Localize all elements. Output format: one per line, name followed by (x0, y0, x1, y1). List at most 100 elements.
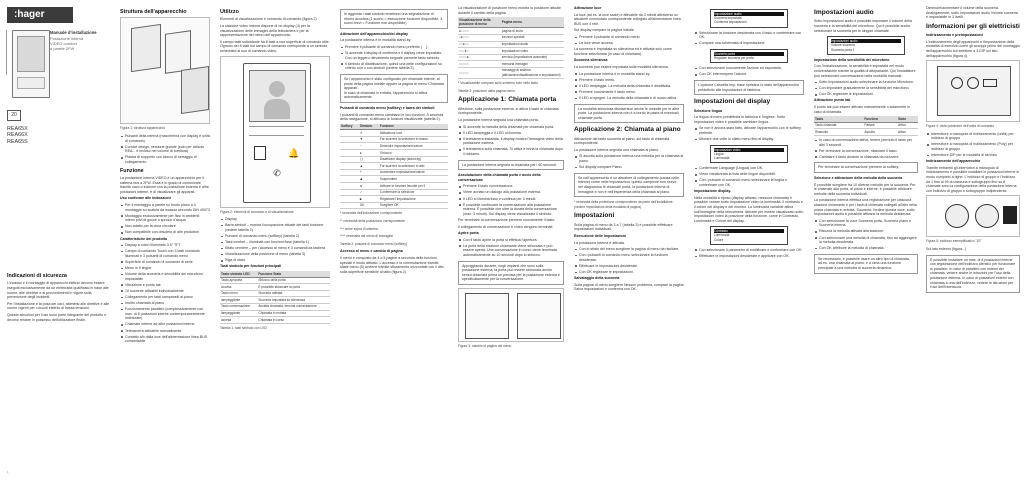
manual-subtitle-1: Postazione interna (50, 36, 84, 41)
usage-p1: Elementi di visualizzazione e comando di… (220, 17, 317, 22)
column-activation: In aggiunta i tasti simbolo emettono una… (336, 0, 452, 483)
char-item-9: Inoltro chiamata al piano (120, 301, 210, 306)
safety-paragraph-3: Queste istruzioni per l'uso sono parte i… (7, 312, 107, 322)
table-cell: funzioni speciali (500, 34, 564, 42)
model-3: REA65S (7, 138, 28, 145)
app1-item-4: Il telecamera sulla chiamata. Si attiva … (458, 147, 564, 156)
device-addressing-heading: Indirizzamento dell'apparecchio (926, 159, 981, 164)
usage-p3: Il campo tasti sottostante ha 8 tasti a … (220, 39, 330, 53)
table-2-note-4: **** necessità del menu di immagine (340, 234, 394, 239)
page-number: 20 (7, 110, 21, 121)
mic-item-2: Con impostare gradualmente la sensibilit… (814, 86, 918, 91)
figure-2-caption: Figura 2: elementi di comando e di visua… (220, 209, 294, 214)
lang-item-5: Con i pulsanti di comando menu seleziona… (694, 178, 804, 187)
screen-mock-5: Impostazioni audio Volume suoneria Suone… (827, 36, 905, 55)
mic-item-1: Sotto Impostazioni audio selezionare la … (814, 80, 918, 85)
audio-settings-heading: Impostazioni audio (814, 9, 874, 16)
column-audio-settings: Impostazioni audio Sotto Impostazioni au… (810, 0, 922, 483)
device-screen (17, 36, 45, 72)
char-item-10: Funzionamento parallelo (complessivament… (120, 307, 210, 321)
table-cell: Chiamata in corso (257, 316, 330, 324)
save-heading: Salvataggio della suoneria (574, 276, 620, 281)
table-cell: Far scorrere la selezione in basso (378, 136, 448, 144)
char-item-6: Vibrazione e punto tak (120, 283, 210, 288)
app1-item2-2: Viene avviato un dialogo alla postazione… (458, 190, 564, 195)
char-item-8: Collegamento per tasti campanelli al pia… (120, 295, 210, 300)
figure-5 (926, 195, 1020, 238)
screen-4-line-1: Luminosità (714, 233, 730, 238)
note-box: In aggiunta i tasti simbolo emettono una… (340, 9, 448, 29)
table-2-header-cell: Softkey (340, 123, 359, 131)
fig2-device: 🔔 ✆ (243, 62, 311, 203)
screen-5-line-1: Volume suoneria (831, 43, 855, 48)
table-cell: Far scorrere la selezione in alto (378, 162, 448, 170)
table-cell: Ascolta (863, 128, 897, 136)
table-row: ■Registrare l'impostazione (340, 195, 448, 203)
table-row: ★Attivare le funzioni favorite per il (340, 182, 448, 190)
app1-item2-3: Il LED si illumina fisso e continua per … (458, 197, 564, 202)
screen-5-line-2: Suoneria porta 1 (831, 47, 855, 52)
fig1-base (181, 66, 209, 115)
screen-3-title: Impostazioni video (714, 147, 784, 152)
table-cell: Aumentare impostazione/valore (378, 169, 448, 177)
figure-1-caption: Figura 1: struttura apparecchio (120, 126, 165, 131)
device-illustration (12, 30, 50, 98)
fig4-legend-2: Interruttore a manopola di indirizzament… (926, 142, 1020, 151)
screen-5-title: Impostazioni audio (831, 39, 901, 44)
column-usage: Utilizzo Elementi di visualizzazione e c… (216, 0, 334, 483)
ptt-item-1: In caso di conversazione attiva, tenere … (814, 138, 918, 147)
usage-p2: La stazione video interna dispone di un … (220, 24, 310, 38)
model-1: REA65X (7, 126, 28, 132)
activation-item-1: Premere il pulsante di comando menu pref… (340, 45, 448, 50)
table-row: −Diminuire impostazione/valore (340, 142, 448, 151)
app1-item2-4: È possibile continuare la conversazione … (458, 203, 564, 217)
table-row: ○○○○●servizio (impostazioni avanzate) (458, 54, 564, 62)
fig1-panel (131, 24, 161, 73)
tip-text-2: In caso di chiamata in entrata, l'appare… (344, 90, 428, 100)
table-cell: lampeggiante (220, 296, 258, 304)
lang-item-4: Viene visualizzata la lista delle lingue… (694, 172, 804, 177)
table-row: ▲Far scorrere la selezione in alto (340, 162, 448, 170)
dip-switch-icon (983, 79, 997, 88)
manual-subtitle-2: VIDEO comfort (50, 41, 77, 46)
table-cell: Suoneria impostata su silenziosa (257, 296, 330, 304)
activation-item-2: Si accende il display di conferma e il d… (340, 51, 448, 60)
table-cell: Registrare l'impostazione (378, 195, 448, 203)
column-menu-position: La visualizzazione di posizione menu mos… (454, 0, 568, 483)
table-2-caption: Tabella 2: pulsanti di comando menu (sof… (340, 241, 408, 246)
app2-p6: La postazione interna segnala una chiama… (574, 147, 660, 152)
ptt-heading: Attivazione punto tak (814, 98, 851, 103)
silent-item-3: Il LED lampeggia. La melodia della chiam… (574, 84, 684, 89)
table-2-note-3: *** come sopra di sistema (340, 226, 378, 231)
app1-item3-1: Con il tasto aprire la porta si effettua… (458, 238, 564, 243)
ringtone-p5: È possibile scegliere fra 10 diverse mel… (814, 182, 916, 196)
ds-item-2: Compare una schermata di impostazione. (694, 41, 804, 46)
char-item-2: Campo di comando Touch con 3 tasti coman… (120, 249, 210, 258)
menu-access-heading: Accesso al menu e cambio di pagina (340, 249, 403, 254)
app2-item-2: Sul display compare Piano. (574, 165, 684, 170)
char-item-7: 10 suonerie attivabili individualmente (120, 289, 210, 294)
ringtone-p6: La postazione interna effettua una regis… (814, 198, 917, 217)
ptt-item-3: Cambiare il tasto durante la chiamata da… (814, 155, 918, 160)
char-item-12: Telecamera attivabile manualmente (120, 329, 210, 334)
table-row: ○○○●○impostazioni video (458, 47, 564, 55)
function-paragraph: La postazione interna VIDEO è un apparec… (120, 175, 209, 194)
settings-item-2: Con i pulsanti di comando menu seleziona… (574, 253, 684, 262)
ringtone-tip: Se necessario, è possibile usare un altr… (814, 253, 918, 274)
app1-p2: Affezione, sulla postazione esterna, si … (458, 106, 559, 116)
mic-p: Con l'inizializzazione, la sensibilità è… (814, 64, 916, 78)
char-item-4: Menu in 9 lingue (120, 266, 210, 271)
structure-item-3: Piastra di supporto con blocco di serrag… (120, 155, 210, 164)
legend-item-6: Visualizzazione della posizione di menu … (220, 252, 330, 257)
screen-mock-2: Suoneria porta Regolare suoneria per por… (710, 48, 788, 64)
table-row: ○●○○○funzioni speciali (458, 34, 564, 42)
figure-2: 🔔 ✆ (220, 55, 330, 208)
table-row: ●○○○○pagina di avvio (458, 27, 564, 35)
fig4-legend-3: Interruttore DIP per le modalità di serv… (926, 153, 1020, 158)
